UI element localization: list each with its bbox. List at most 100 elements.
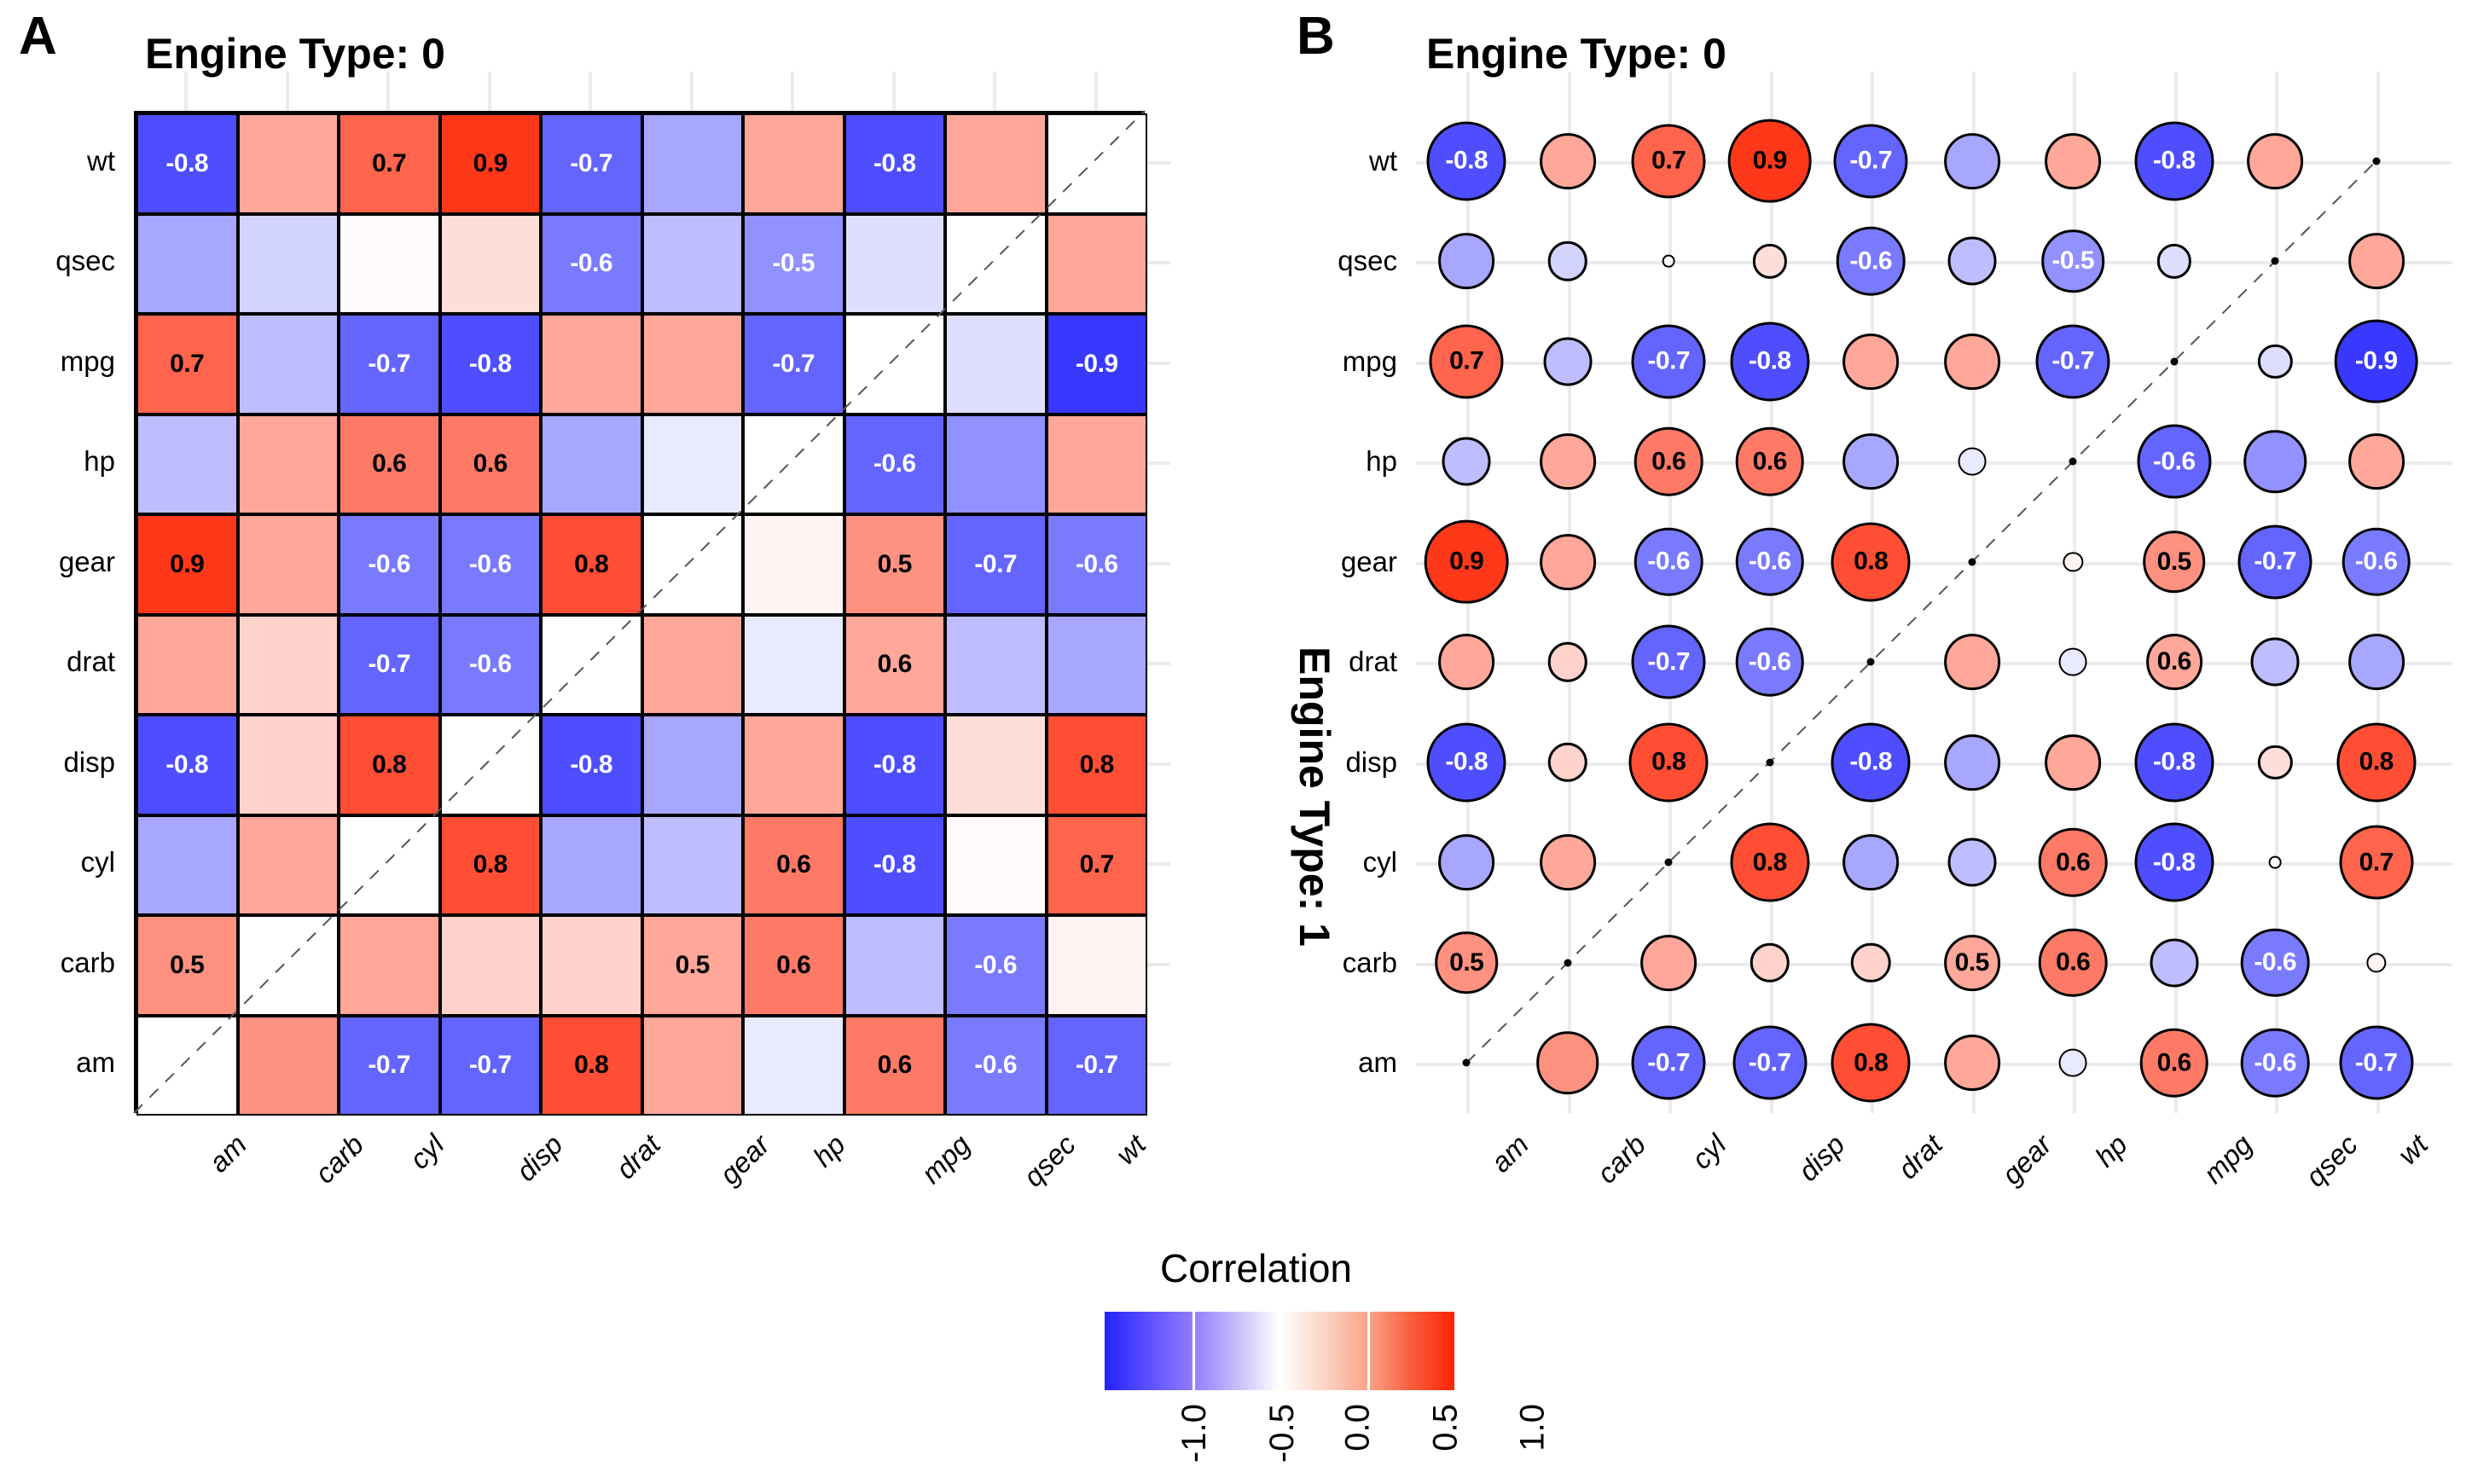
bubble-cell (2347, 433, 2405, 490)
gridline-horizontal (1416, 862, 2452, 867)
cell-value: 0.8 (2359, 747, 2394, 776)
heatmap-cell: -0.6 (1046, 514, 1147, 615)
bubble-cell: 0.6 (2145, 634, 2202, 691)
heatmap-cell (136, 414, 238, 514)
heatmap-cell (136, 814, 238, 915)
panel-a-title: Engine Type: 0 (145, 30, 445, 78)
cell-value: -0.8 (1445, 146, 1488, 175)
bubble-cell: -0.8 (1730, 322, 1810, 402)
cell-value: 0.7 (1651, 146, 1686, 175)
bubble-cell: -0.7 (1833, 124, 1908, 199)
row-label-gear: gear (1340, 545, 1397, 577)
axis-tick-y (1145, 561, 1170, 565)
row-label-qsec: qsec (1338, 245, 1397, 277)
bubble-cell (1438, 834, 1495, 891)
axis-tick-x (993, 72, 997, 111)
bubble-cell (2347, 634, 2405, 691)
bubble-cell: 0.9 (1424, 519, 1509, 605)
bubble-cell: -0.6 (2240, 928, 2310, 998)
bubble-cell (1750, 942, 1790, 983)
bubble-cell (1539, 533, 1596, 590)
row-label-disp: disp (63, 745, 115, 778)
diagonal-point (1968, 558, 1976, 566)
col-label-cyl: cyl (403, 1128, 450, 1175)
heatmap-cell (641, 514, 743, 615)
row-label-drat: drat (1349, 646, 1397, 678)
cell-value: 0.6 (2056, 948, 2091, 977)
heatmap-cell (1046, 113, 1147, 214)
row-label-qsec: qsec (55, 245, 115, 277)
cell-value: 0.5 (1954, 948, 1990, 977)
row-label-carb: carb (60, 946, 115, 978)
gridline-vertical (2073, 72, 2077, 1113)
bubble-cell: -0.6 (1836, 226, 1906, 296)
bubble-cell: 0.8 (2336, 722, 2417, 803)
heatmap-cell: 0.7 (136, 314, 238, 414)
col-label-cyl: cyl (1686, 1128, 1732, 1175)
bubble-cell: -0.9 (2334, 319, 2419, 404)
axis-tick-y (1145, 261, 1170, 265)
axis-tick-y (1145, 962, 1170, 966)
bubble-cell: -0.6 (2240, 1028, 2310, 1098)
cell-value: 0.9 (1449, 547, 1484, 576)
cell-value: -0.6 (2152, 447, 2196, 476)
heatmap-cell (237, 715, 339, 815)
bubble-cell: -0.8 (2134, 121, 2214, 201)
bubble-cell (2243, 430, 2307, 494)
diagonal-point (2069, 457, 2077, 466)
axis-tick-x (689, 72, 693, 111)
heatmap-cell (237, 514, 339, 615)
heatmap-cell (439, 213, 541, 314)
heatmap-cell (1046, 614, 1147, 715)
cell-value: 0.8 (1752, 848, 1788, 877)
bubble-cell: -0.7 (1631, 324, 1706, 399)
cell-value: -0.8 (1748, 346, 1791, 375)
cell-value: 0.6 (2156, 647, 2192, 676)
bubble-cell (2347, 233, 2405, 290)
bubble-cell (1851, 942, 1891, 983)
bubble-cell: 0.6 (1633, 426, 1703, 496)
gridline-horizontal (1416, 1063, 2452, 1067)
cell-value: -0.8 (2152, 747, 2196, 776)
cell-value: -0.5 (2051, 246, 2095, 275)
bubble-cell (1535, 1031, 1599, 1095)
row-label-carb: carb (1342, 946, 1397, 978)
heatmap-cell: -0.6 (844, 414, 945, 514)
diagonal-point (2170, 357, 2179, 366)
heatmap-cell (237, 614, 339, 715)
row-label-am: am (1358, 1046, 1397, 1079)
heatmap-cell: 0.7 (1046, 814, 1147, 915)
bubble-cell (1947, 236, 1997, 286)
legend-title: Correlation (1160, 1246, 1352, 1290)
diagonal-point (1462, 1058, 1471, 1067)
gridline-vertical (1567, 72, 1571, 1113)
heatmap-cell (743, 715, 844, 815)
heatmap-cell (541, 614, 642, 715)
gridline-horizontal (1416, 962, 2452, 966)
diagonal-reference-line (133, 110, 1146, 1114)
heatmap-cell (641, 614, 743, 715)
cell-value: -0.7 (1647, 346, 1691, 375)
bubble-cell: 0.6 (2139, 1028, 2209, 1098)
cell-value: -0.8 (2152, 146, 2196, 175)
col-label-gear: gear (1995, 1128, 2057, 1191)
bubble-cell (1958, 447, 1987, 476)
diagonal-point (1664, 858, 1673, 867)
bubble-cell: -0.8 (2134, 822, 2214, 902)
cell-value: -0.8 (1445, 747, 1488, 776)
bubble-cell (2045, 733, 2102, 791)
row-label-wt: wt (1369, 144, 1397, 177)
col-label-gear: gear (713, 1128, 775, 1191)
bubble-cell: -0.7 (1631, 1025, 1706, 1100)
col-label-hp: hp (807, 1128, 852, 1174)
cell-value: 0.8 (1854, 1048, 1889, 1077)
col-label-hp: hp (2089, 1128, 2134, 1174)
bubble-cell (1752, 244, 1787, 279)
diagonal-reference-line (1465, 160, 2377, 1064)
heatmap-cell (439, 915, 541, 1016)
cell-value: 0.5 (1449, 948, 1484, 977)
cell-value: -0.6 (2254, 948, 2297, 977)
heatmap-cell: 0.6 (439, 414, 541, 514)
row-label-wt: wt (87, 144, 115, 177)
heatmap-cell (1046, 213, 1147, 314)
